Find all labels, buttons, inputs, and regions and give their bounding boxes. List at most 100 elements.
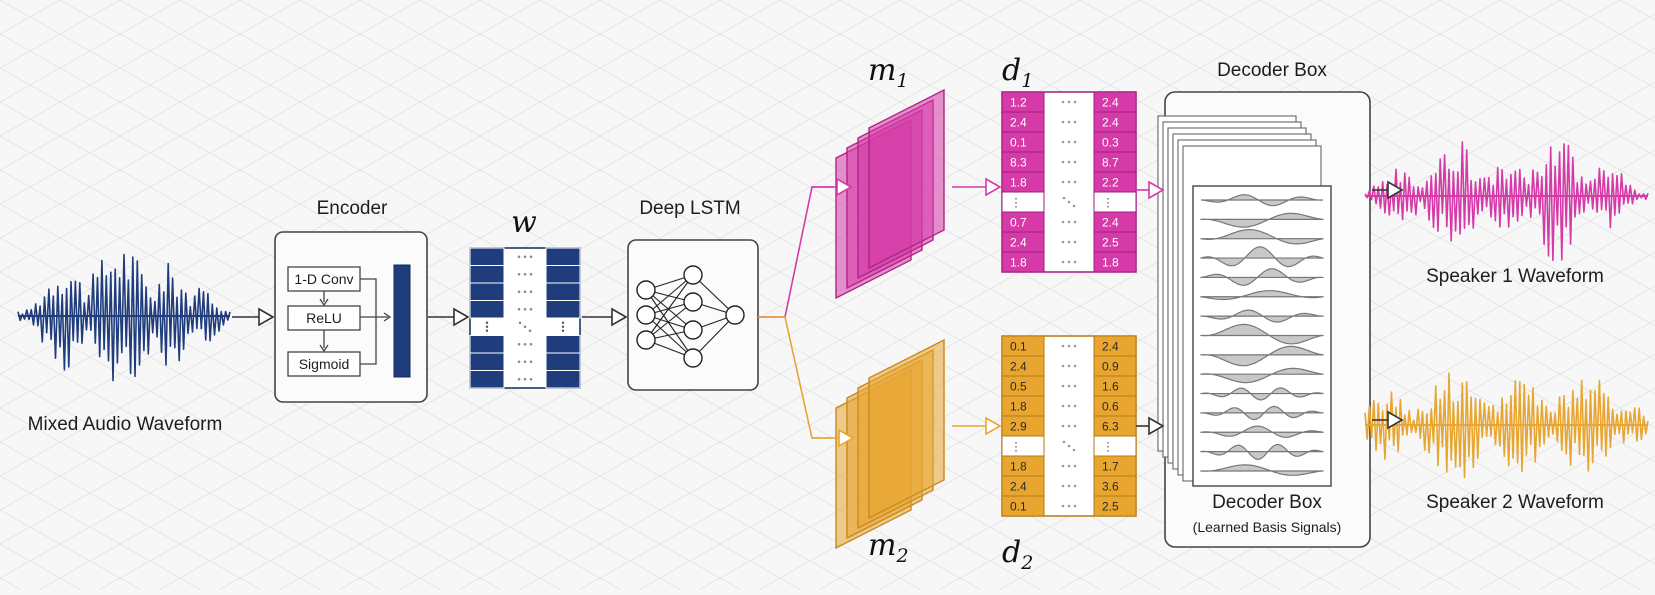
table-cell-value: 2.4 [1010, 116, 1027, 130]
w-cell [469, 370, 505, 389]
table-cell-value: 2.5 [1102, 236, 1119, 250]
table-cell [1001, 251, 1045, 273]
table-cell-value: 2.4 [1010, 236, 1027, 250]
basis-signal [1200, 194, 1324, 207]
w-cell [469, 300, 505, 319]
arrow-head [1148, 416, 1165, 436]
w-label: w [511, 205, 537, 240]
table-cell-value: 0.1 [1010, 340, 1027, 354]
w-cell [469, 247, 505, 266]
w-cell [545, 300, 581, 319]
table-cell-value: 1.2 [1010, 96, 1027, 110]
arrow-head [611, 307, 628, 327]
basis-signal [1200, 309, 1324, 323]
table-cell [1093, 435, 1137, 457]
speaker-1-label: Speaker 1 Waveform [1426, 266, 1604, 287]
arrow-head [985, 416, 1002, 436]
w-cell [469, 352, 505, 371]
encoder-output-bar [393, 264, 411, 378]
arrow-head [1387, 410, 1404, 430]
nn-node [683, 265, 703, 285]
encoder-step-label: 1-D Conv [294, 271, 353, 287]
arrow-head [258, 307, 275, 327]
basis-signal [1200, 345, 1324, 367]
speaker-2-waveform [1364, 372, 1649, 479]
encoder-step-conv: 1-D Conv [287, 266, 361, 292]
table-cell-value: 1.8 [1010, 256, 1027, 270]
decoder-subtitle: (Learned Basis Signals) [1193, 519, 1342, 535]
table-cell-value: 6.3 [1102, 420, 1119, 434]
lstm-title: Deep LSTM [639, 198, 740, 219]
nn-node [683, 320, 703, 340]
table-cell-value: 1.8 [1010, 400, 1027, 414]
table-cell-value: 2.4 [1102, 216, 1119, 230]
mask-layer [868, 338, 945, 520]
w-cell [469, 282, 505, 301]
table-cell-value: 2.5 [1102, 500, 1119, 514]
learned-basis-signals [1157, 115, 1332, 487]
table-cell-value: 2.4 [1102, 116, 1119, 130]
table-cell-value: 2.9 [1010, 420, 1027, 434]
d1-label: d1 [1002, 53, 1033, 92]
input-label: Mixed Audio Waveform [28, 414, 223, 435]
nn-node [683, 292, 703, 312]
nn-node [683, 348, 703, 368]
table-cell-value: 0.6 [1102, 400, 1119, 414]
mixed-audio-waveform [17, 253, 231, 382]
table-cell-value: 3.6 [1102, 480, 1119, 494]
table-cell-value: ⋮ [1102, 440, 1114, 454]
table-cell-value: 2.4 [1010, 360, 1027, 374]
lstm-box [627, 239, 759, 391]
waveform-trace [17, 253, 231, 382]
basis-signal [1200, 367, 1324, 384]
encoder-title: Encoder [317, 198, 388, 219]
table-cell-value: 2.4 [1010, 480, 1027, 494]
basis-signal [1200, 387, 1324, 401]
table-cell [1093, 191, 1137, 213]
table-cell-value: 2.4 [1102, 96, 1119, 110]
basis-signal [1200, 268, 1324, 286]
basis-signal [1200, 246, 1324, 268]
basis-signal [1200, 212, 1324, 228]
basis-signal [1200, 323, 1324, 345]
table-cell [1001, 495, 1045, 517]
table-cell-value: 1.8 [1010, 176, 1027, 190]
table-cell-value: 0.3 [1102, 136, 1119, 150]
nn-node [725, 305, 745, 325]
neural-network-icon [636, 265, 745, 368]
w-cell [545, 335, 581, 354]
nn-node [636, 330, 656, 350]
table-cell-value: ⋮ [1102, 196, 1114, 210]
arrow-head [838, 428, 855, 448]
table-cell-value: ⋮ [1010, 440, 1022, 454]
table-cell [1093, 495, 1137, 517]
w-cell [545, 265, 581, 284]
m1-label: m1 [868, 53, 909, 92]
encoder-step-relu: ReLU [287, 305, 361, 331]
mask-m1-stack [835, 88, 945, 300]
table-cell-value: 0.1 [1010, 136, 1027, 150]
w-cell [469, 335, 505, 354]
basis-signal [1200, 290, 1324, 301]
arrow-head [1148, 180, 1165, 200]
table-cell-value: 1.6 [1102, 380, 1119, 394]
mask-m2-stack [835, 338, 945, 550]
speaker-2-label: Speaker 2 Waveform [1426, 492, 1604, 513]
table-cell-value: 1.7 [1102, 460, 1119, 474]
m2-label: m2 [868, 528, 909, 567]
table-cell-value: 0.9 [1102, 360, 1119, 374]
w-cell [545, 352, 581, 371]
table-cell-value: 2.4 [1102, 340, 1119, 354]
table-cell [1001, 435, 1045, 457]
waveform-trace [1364, 372, 1649, 479]
basis-signal [1200, 405, 1324, 421]
encoder-step-label: Sigmoid [299, 356, 350, 372]
table-cell-value: 0.5 [1010, 380, 1027, 394]
d2-label: d2 [1002, 535, 1033, 574]
arrow-head [453, 307, 470, 327]
flow-arrows [232, 177, 1404, 448]
table-cell-value: 0.1 [1010, 500, 1027, 514]
